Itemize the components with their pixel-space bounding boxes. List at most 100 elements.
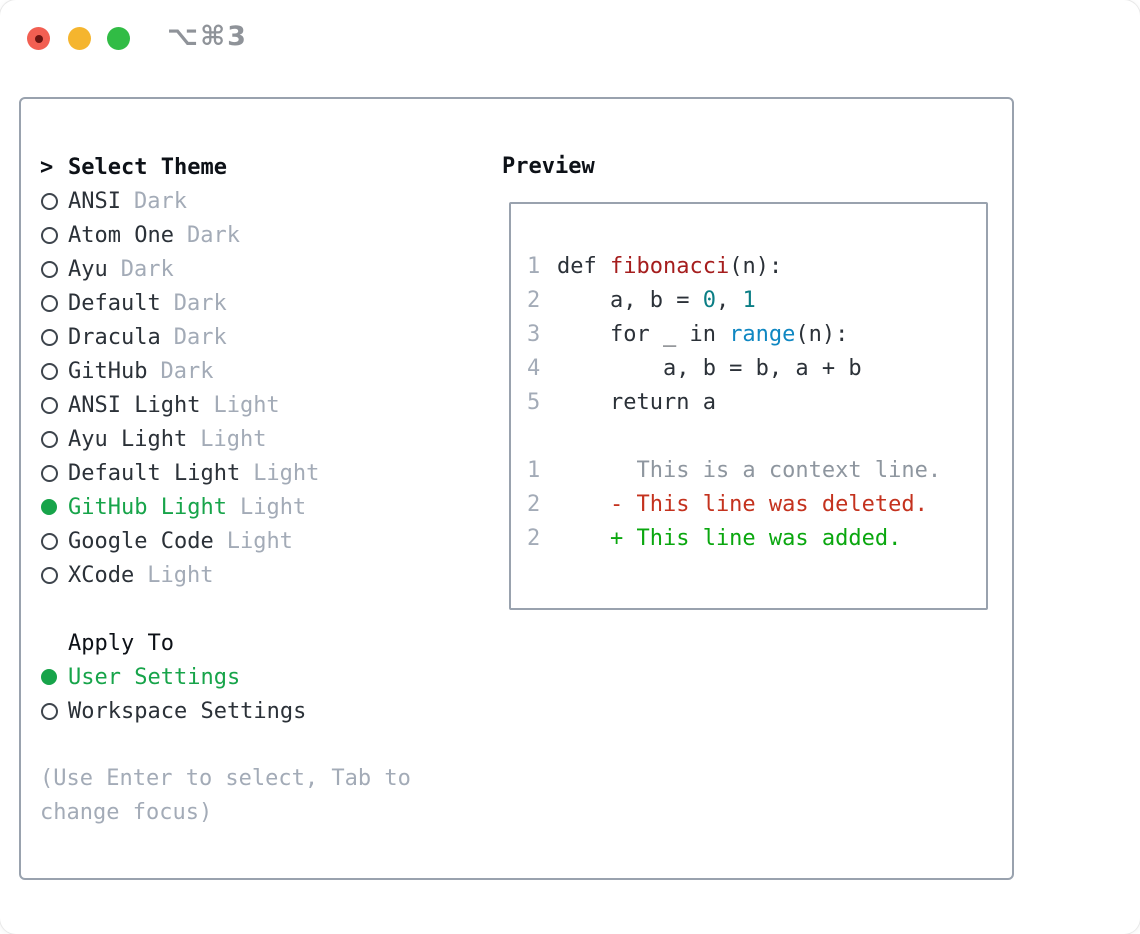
line-number: 2 [527,526,541,551]
line-number: 5 [527,390,541,415]
apply-to-title: Apply To [68,630,174,656]
theme-option-github-light[interactable]: GitHub Light Light [40,490,490,524]
radio-icon [40,260,68,278]
theme-variant-tag: Dark [133,188,187,214]
theme-variant-tag: Light [253,460,320,486]
theme-option-ansi[interactable]: ANSI Dark [40,184,490,218]
theme-option-ansi-light[interactable]: ANSI Light Light [40,388,490,422]
theme-name: ANSI [68,188,121,214]
radio-selected-icon [40,499,68,515]
minimize-button[interactable] [68,27,91,50]
theme-variant-tag: Light [226,528,293,554]
line-number: 4 [527,356,541,381]
prompt-chevron-icon: > [40,154,54,180]
line-number: 2 [527,288,541,313]
theme-variant-tag: Dark [173,290,227,316]
theme-name: GitHub [68,358,148,384]
code-line: 2 + This line was added. [527,522,986,556]
code-token-plain: a, b = [557,288,703,313]
zoom-button[interactable] [107,27,130,50]
code-token-deleted: - This line was deleted. [557,492,928,517]
code-line [527,420,986,454]
theme-name: Dracula [68,324,161,350]
theme-name: Ayu [68,256,108,282]
theme-option-ayu-light[interactable]: Ayu Light Light [40,422,490,456]
record-dot-icon [34,34,43,43]
apply-option-label: Workspace Settings [68,698,307,724]
window-title: ⌥⌘3 [167,21,248,52]
code-line: 3 for _ in range(n): [527,318,986,352]
select-theme-title: Select Theme [68,154,227,180]
preview-title: Preview [502,154,595,179]
line-number: 1 [527,254,541,279]
code-token-num: 0 [702,288,716,313]
code-token-func: fibonacci [609,254,730,279]
radio-icon [40,532,68,550]
radio-icon [40,362,68,380]
theme-option-default-light[interactable]: Default Light Light [40,456,490,490]
radio-icon [40,226,68,244]
radio-icon [40,294,68,312]
theme-option-dracula[interactable]: Dracula Dark [40,320,490,354]
code-token-plain: for _ in [557,322,730,347]
theme-option-default[interactable]: Default Dark [40,286,490,320]
radio-icon [40,702,68,720]
theme-name: Default [68,290,161,316]
theme-option-xcode[interactable]: XCode Light [40,558,490,592]
apply-to-header: Apply To [40,626,490,660]
theme-variant-tag: Light [147,562,214,588]
theme-option-github[interactable]: GitHub Dark [40,354,490,388]
code-line: 1 This is a context line. [527,454,986,488]
theme-variant-tag: Dark [186,222,240,248]
radio-icon [40,396,68,414]
code-token-added: + This line was added. [557,526,902,551]
theme-name: Atom One [68,222,174,248]
theme-variant-tag: Dark [173,324,227,350]
theme-name: GitHub Light [68,494,227,520]
radio-icon [40,430,68,448]
code-line: 4 a, b = b, a + b [527,352,986,386]
theme-name: ANSI Light [68,392,201,418]
titlebar: ⌥⌘3 [0,0,1140,76]
code-line: 5 return a [527,386,986,420]
apply-option-workspace-settings[interactable]: Workspace Settings [40,694,490,728]
theme-variant-tag: Light [239,494,307,520]
close-button[interactable] [27,27,50,50]
code-token-plain: def [557,254,610,279]
radio-icon [40,566,68,584]
code-token-num: 1 [742,288,756,313]
theme-name: Ayu Light [68,426,188,452]
theme-option-atom-one[interactable]: Atom One Dark [40,218,490,252]
keyboard-hint: (Use Enter to select, Tab to change focu… [40,766,411,825]
theme-option-google-code[interactable]: Google Code Light [40,524,490,558]
line-number: 1 [527,458,541,483]
code-line: 2 a, b = 0, 1 [527,284,986,318]
theme-name: XCode [68,562,135,588]
theme-name: Default Light [68,460,241,486]
code-line: 2 - This line was deleted. [527,488,986,522]
theme-variant-tag: Dark [160,358,214,384]
line-number: 3 [527,322,541,347]
code-token-context: This is a context line. [557,458,942,483]
code-token-plain: , [715,288,743,313]
code-token-plain: return a [557,390,716,415]
theme-variant-tag: Light [213,392,280,418]
theme-variant-tag: Light [200,426,267,452]
code-token-builtin: range [729,322,796,347]
theme-name: Google Code [68,528,214,554]
radio-selected-icon [40,669,68,685]
line-number: 2 [527,492,541,517]
code-token-plain: (n): [729,254,783,279]
apply-option-user-settings[interactable]: User Settings [40,660,490,694]
theme-variant-tag: Dark [120,256,174,282]
apply-option-label: User Settings [68,664,241,690]
theme-option-ayu[interactable]: Ayu Dark [40,252,490,286]
